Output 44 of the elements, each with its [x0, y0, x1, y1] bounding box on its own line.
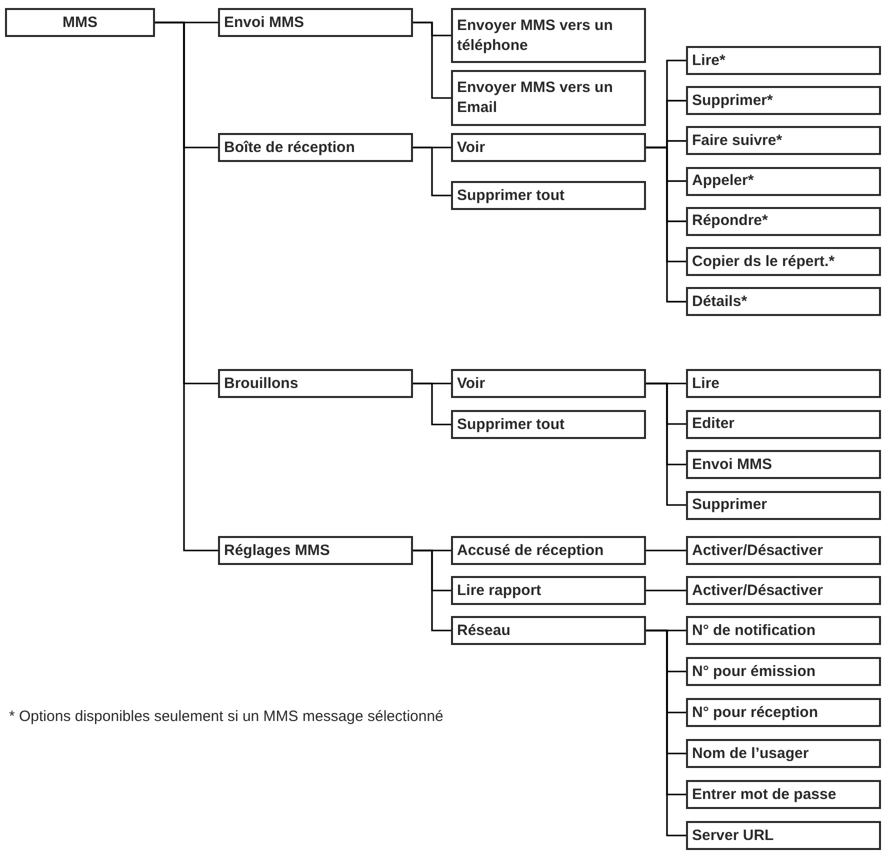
menu-item-box: Editer [686, 410, 881, 438]
menu-item-box: Envoi MMS [218, 8, 413, 37]
footnote: * Options disponibles seulement si un MMS message sélectionné [9, 708, 444, 725]
menu-item-box: Lire rapport [451, 576, 646, 605]
menu-item-box: Brouillons [218, 369, 413, 398]
menu-item-box: Détails* [686, 287, 881, 316]
menu-item-box: Accusé de réception [451, 536, 646, 565]
tree-connector [413, 550, 451, 632]
menu-item-box: Copier ds le répert.* [686, 247, 881, 276]
menu-item-box: Lire* [686, 46, 881, 75]
menu-item-box: Faire suivre* [686, 126, 881, 156]
tree-connector [646, 630, 686, 836]
tree-connector [155, 22, 218, 552]
menu-item-box: MMS [5, 8, 155, 37]
menu-item-box: Entrer mot de passe [686, 780, 881, 809]
tree-connector [646, 590, 686, 592]
menu-item-box: Envoyer MMS vers un téléphone [451, 8, 646, 63]
menu-item-box: Supprimer tout [451, 410, 646, 439]
tree-connector [413, 22, 451, 99]
menu-item-box: Nom de l’usager [686, 739, 881, 768]
tree-connector [646, 550, 686, 552]
tree-connector [413, 146, 451, 196]
menu-item-box: Voir [451, 133, 646, 162]
menu-item-box: Activer/Désactiver [686, 576, 881, 605]
menu-item-box: Supprimer* [686, 86, 881, 116]
menu-item-box: Supprimer [686, 490, 881, 520]
menu-item-box: Envoyer MMS vers un Email [451, 70, 646, 126]
menu-item-box: Boîte de réception [218, 133, 413, 162]
menu-item-box: Server URL [686, 821, 881, 850]
menu-item-box: Voir [451, 369, 646, 398]
menu-item-box: Envoi MMS [686, 450, 881, 479]
menu-item-box: N° pour émission [686, 657, 881, 686]
menu-item-box: Activer/Désactiver [686, 536, 881, 565]
menu-item-box: Appeler* [686, 166, 881, 196]
menu-item-box: Répondre* [686, 206, 881, 236]
tree-connector [413, 382, 451, 426]
menu-item-box: Lire [686, 369, 881, 398]
menu-item-box: Supprimer tout [451, 181, 646, 210]
menu-item-box: Réseau [451, 616, 646, 645]
tree-connector [646, 146, 686, 302]
menu-item-box: N° pour réception [686, 698, 881, 727]
tree-connector [646, 382, 686, 506]
menu-item-box: N° de notification [686, 616, 881, 645]
menu-item-box: Réglages MMS [218, 536, 413, 565]
